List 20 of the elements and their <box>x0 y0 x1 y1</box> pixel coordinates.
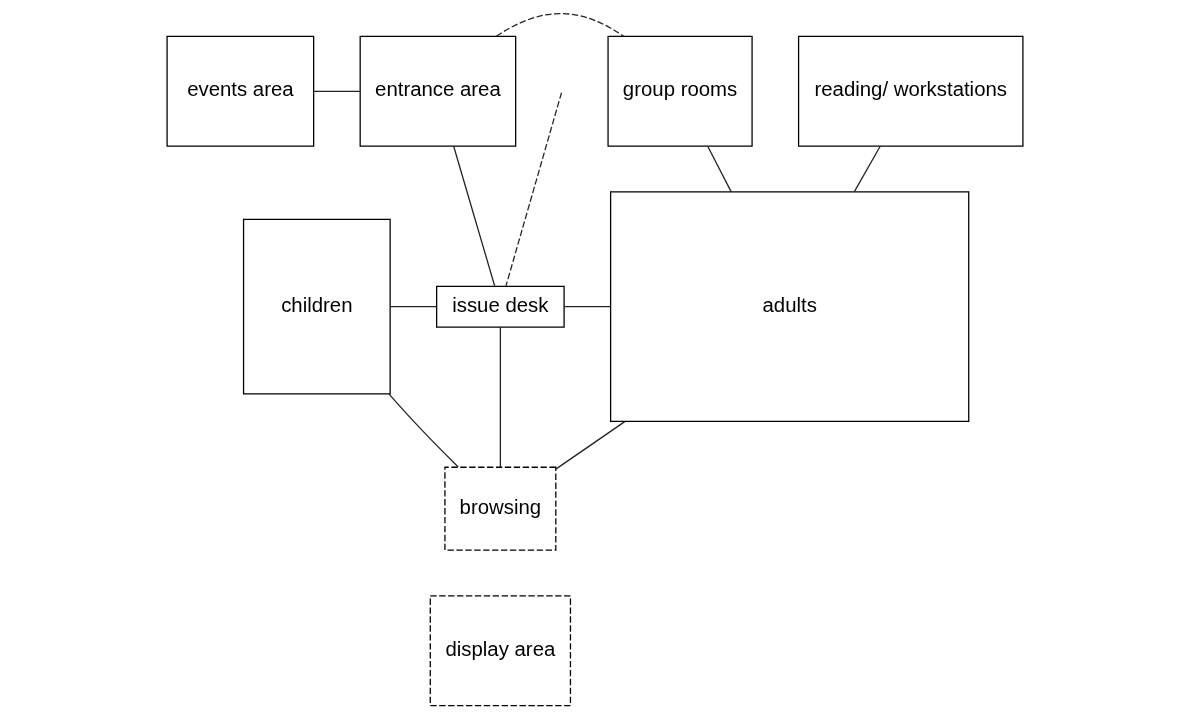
node-box: display area <box>429 595 571 707</box>
node-box: group rooms <box>606 35 753 147</box>
node-box: issue desk <box>435 285 565 328</box>
connector <box>504 92 562 287</box>
node-box: adults <box>609 191 969 422</box>
node-box: events area <box>165 35 314 147</box>
connector <box>495 12 624 37</box>
connector <box>853 145 881 193</box>
node-box: entrance area <box>359 35 516 147</box>
connector <box>555 421 625 470</box>
node-box: browsing <box>443 466 556 551</box>
node-box: children <box>242 218 391 395</box>
connector <box>452 145 495 287</box>
connector <box>312 90 360 92</box>
connector <box>563 306 611 308</box>
connector <box>706 145 732 193</box>
connector <box>387 393 459 468</box>
connector <box>499 326 501 468</box>
node-box: reading/ workstations <box>797 35 1024 147</box>
connector <box>389 306 437 308</box>
